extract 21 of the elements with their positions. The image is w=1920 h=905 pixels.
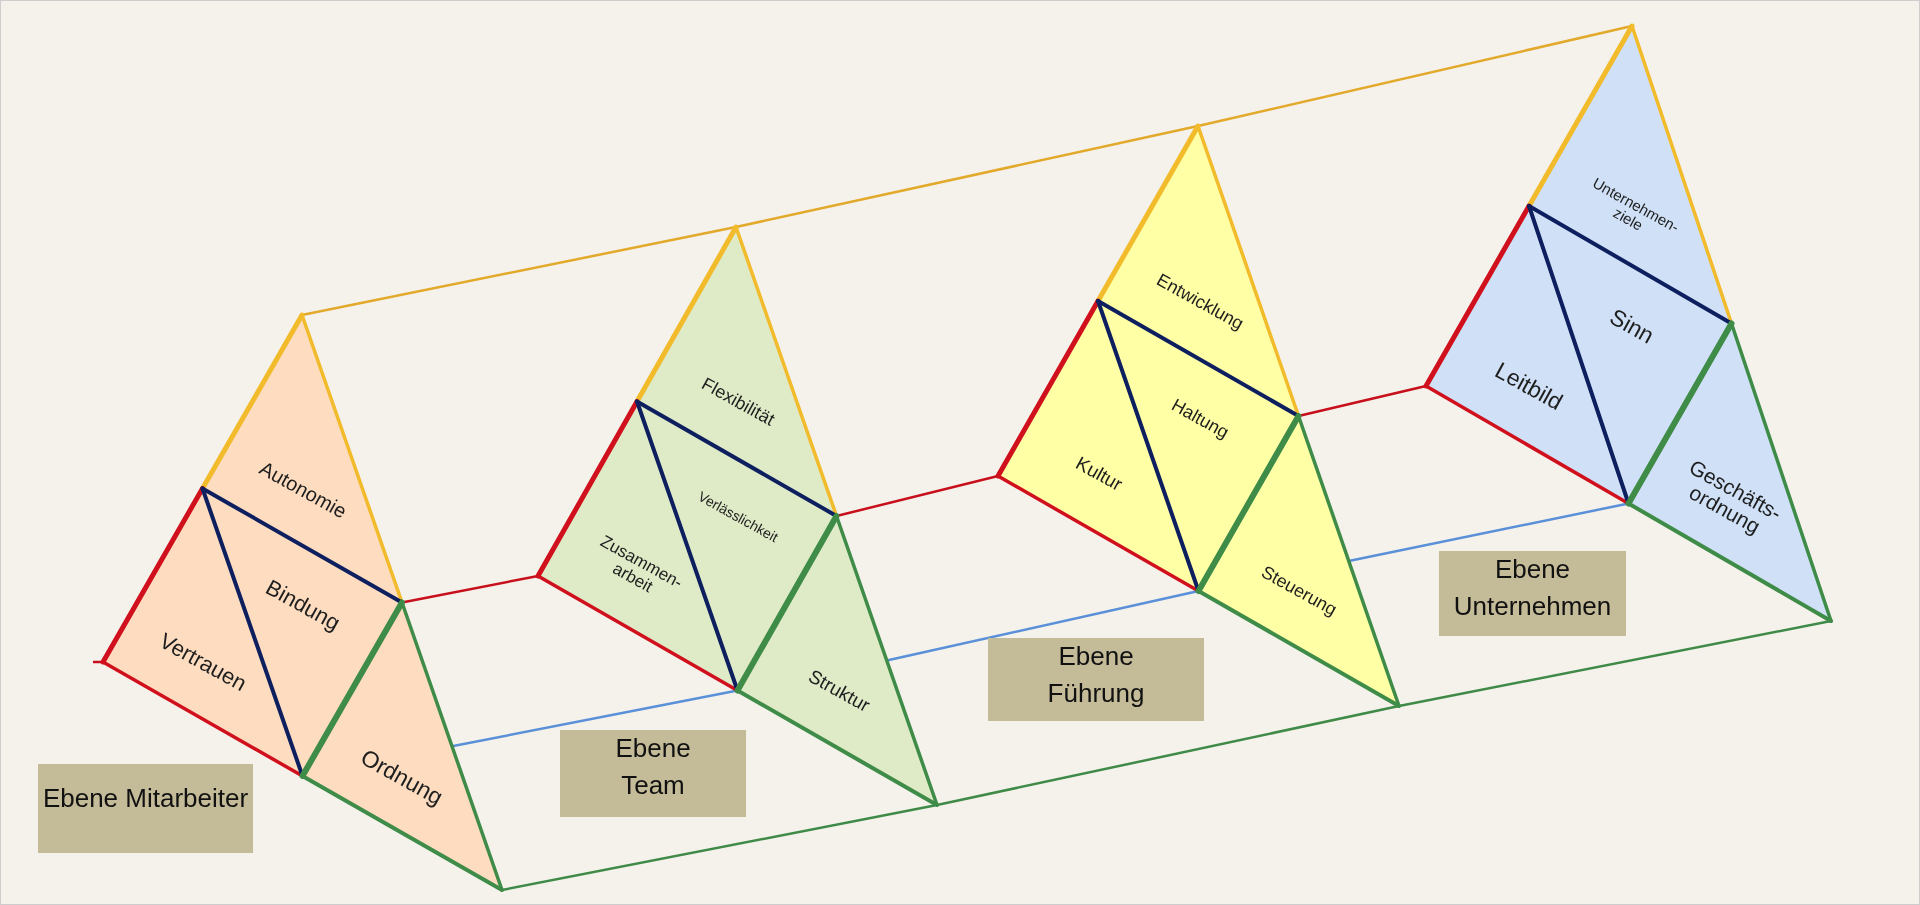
connector-line bbox=[501, 803, 938, 892]
connector-line bbox=[936, 704, 1400, 807]
connector-line bbox=[451, 689, 738, 748]
connector-line bbox=[886, 589, 1199, 662]
connector-line bbox=[836, 474, 999, 518]
segment-label: Sinn bbox=[1606, 304, 1658, 348]
level-label: Ebene Mitarbeiter bbox=[42, 782, 249, 815]
level-label: Ebene Unternehmen bbox=[1453, 553, 1612, 623]
label-panel bbox=[38, 764, 253, 853]
level-label: Ebene Führung bbox=[1047, 640, 1145, 710]
label-panel bbox=[1439, 551, 1626, 636]
subdivided-triangle bbox=[1422, 22, 1835, 625]
label-panel bbox=[988, 638, 1204, 721]
label-panel bbox=[560, 730, 746, 817]
connector-line bbox=[1398, 619, 1832, 708]
level-label: Ebene Team bbox=[615, 732, 691, 802]
connector-line bbox=[93, 660, 103, 664]
connector-line bbox=[1348, 502, 1629, 563]
connector-line bbox=[1298, 384, 1427, 418]
subdivided-triangle bbox=[994, 122, 1403, 710]
subdivided-triangle bbox=[534, 223, 941, 809]
